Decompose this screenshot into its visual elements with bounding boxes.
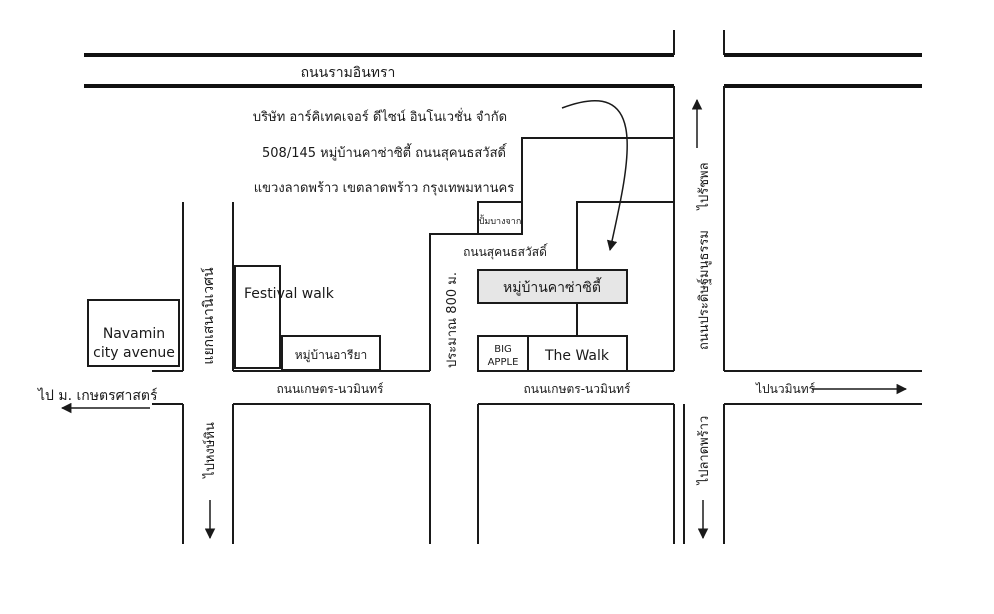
festival-walk-box (234, 265, 281, 369)
pradit-road-label: ถนนประดิษฐ์มนูธรรม (696, 230, 712, 350)
the-walk-box (527, 335, 628, 372)
festival-walk-label: Festival walk (244, 286, 335, 302)
gas-station-label: ปั้มบางจาก (479, 214, 522, 227)
company-name: บริษัท อาร์คิเทคเจอร์ ดีไซน์ อินโนเวชั่น… (253, 108, 507, 125)
kaset-nawamin-road (152, 202, 675, 544)
big-apple-label-2: APPLE (488, 357, 519, 368)
bangchak-gas-box (477, 201, 523, 235)
company-address2: แขวงลาดพร้าว เขตลาดพร้าว กรุงเทพมหานคร (254, 181, 514, 196)
ratchaphon-direction-label: ไปรัชพล (696, 162, 712, 210)
sena-junction-label: แยกเสนานิเวศน์ (200, 267, 217, 365)
the-walk-label: The Walk (544, 348, 610, 364)
kaset-road-label-mid: ถนนเกษตร-นวมินทร์ (524, 382, 631, 396)
ladprao-direction-label: ไปลาดพร้าว (696, 416, 712, 486)
hongtin-direction-label: ไปหงษ์หิน (202, 422, 218, 479)
nawamin-direction-label: ไปนวมินทร์ (755, 382, 816, 396)
location-pointer-arrow (561, 100, 628, 252)
navamin-city-avenue-box (87, 299, 180, 367)
sukhon-distance-label: ประมาณ 800 ม. (445, 272, 460, 368)
big-apple-label-1: BIG (494, 344, 512, 355)
ram-intra-road (84, 30, 922, 88)
ariya-village-label: หมู่บ้านอารียา (295, 348, 368, 363)
company-address1: 508/145 หมู่บ้านคาซ่าซิตี้ ถนนสุคนธสวัสด… (262, 143, 508, 161)
kaset-univ-direction-label: ไป ม. เกษตรศาสตร์ (37, 387, 158, 404)
sukhon-road (429, 86, 675, 371)
casa-block (576, 201, 674, 371)
navamin-label-1: Navamin (103, 326, 165, 342)
ariya-village-box (281, 335, 381, 371)
kaset-road-label-left: ถนนเกษตร-นวมินทร์ (277, 382, 384, 396)
ram-intra-label: ถนนรามอินทรา (301, 65, 396, 81)
casa-city-box (477, 269, 628, 304)
navamin-label-2: city avenue (93, 345, 175, 361)
sukhon-road-label: ถนนสุคนธสวัสดิ์ (463, 243, 548, 260)
casa-city-label: หมู่บ้านคาซ่าซิตี้ (503, 277, 602, 296)
